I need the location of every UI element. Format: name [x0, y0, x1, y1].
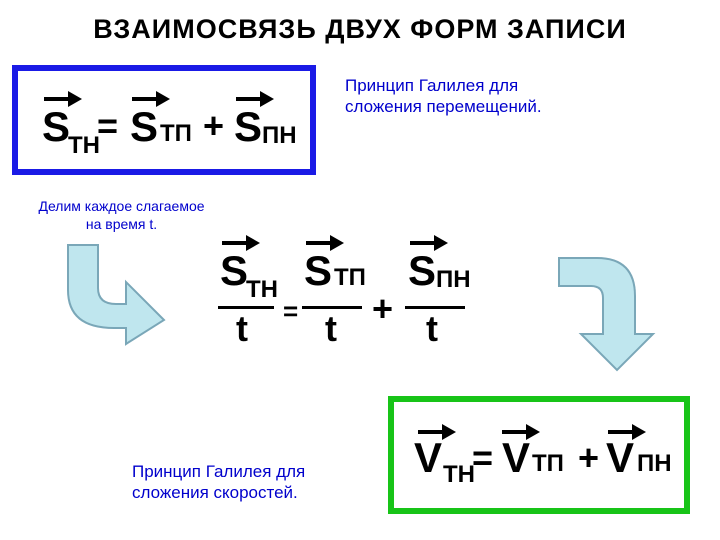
symbol-s: S — [408, 247, 437, 294]
vector-arrow-icon — [502, 424, 540, 440]
symbol-v: V — [502, 434, 531, 481]
caption-line: Принцип Галилея для — [132, 462, 306, 481]
curved-arrow-left-icon — [67, 244, 166, 346]
caption-displacements: Принцип Галилея для сложения перемещений… — [345, 75, 542, 117]
caption-velocities: Принцип Галилея для сложения скоростей. — [132, 461, 305, 503]
caption-line: сложения скоростей. — [132, 483, 298, 502]
symbol-v: V — [414, 434, 443, 481]
symbol-s: S — [130, 103, 159, 150]
note-line: на время t. — [85, 216, 158, 232]
vector-arrow-icon — [608, 424, 646, 440]
subscript-tn: ТН — [246, 276, 278, 303]
displacement-formula-box — [12, 65, 316, 175]
equals-sign: = — [283, 296, 299, 326]
subscript-tp: ТП — [334, 264, 366, 291]
time-symbol: t — [236, 308, 248, 349]
symbol-v: V — [606, 434, 635, 481]
vector-arrow-icon — [44, 91, 82, 107]
symbol-s: S — [234, 103, 263, 150]
equals-sign: = — [97, 105, 119, 146]
equals-sign: = — [472, 437, 494, 478]
symbol-s: S — [42, 103, 71, 150]
vector-arrow-icon — [132, 91, 170, 107]
vector-arrow-icon — [236, 91, 274, 107]
fraction-bar — [302, 306, 362, 309]
subscript-pn: ПН — [262, 122, 297, 149]
page-title: ВЗАИМОСВЯЗЬ ДВУХ ФОРМ ЗАПИСИ — [93, 14, 627, 44]
curved-arrow-right-icon — [558, 257, 656, 372]
time-symbol: t — [325, 308, 337, 349]
subscript-tn: ТН — [443, 461, 475, 488]
plus-sign: + — [372, 288, 394, 329]
vector-arrow-icon — [410, 235, 448, 251]
vector-arrow-icon — [306, 235, 344, 251]
subscript-tp: ТП — [160, 120, 192, 147]
caption-line: сложения перемещений. — [345, 97, 542, 116]
subscript-tp: ТП — [532, 450, 564, 477]
plus-sign: + — [578, 437, 600, 478]
subscript-tn: ТН — [68, 132, 100, 159]
subscript-pn: ПН — [637, 450, 672, 477]
plus-sign: + — [203, 105, 225, 146]
caption-line: Принцип Галилея для — [345, 76, 519, 95]
vector-arrow-icon — [222, 235, 260, 251]
time-symbol: t — [426, 308, 438, 349]
fraction-bar — [405, 306, 465, 309]
symbol-s: S — [304, 247, 333, 294]
note-line: Делим каждое слагаемое — [38, 198, 205, 214]
vector-arrow-icon — [418, 424, 456, 440]
velocity-formula-box — [388, 396, 690, 514]
subscript-pn: ПН — [436, 266, 471, 293]
symbol-s: S — [220, 247, 249, 294]
fraction-bar — [218, 306, 274, 309]
divide-note: Делим каждое слагаемое на время t. — [14, 197, 229, 233]
